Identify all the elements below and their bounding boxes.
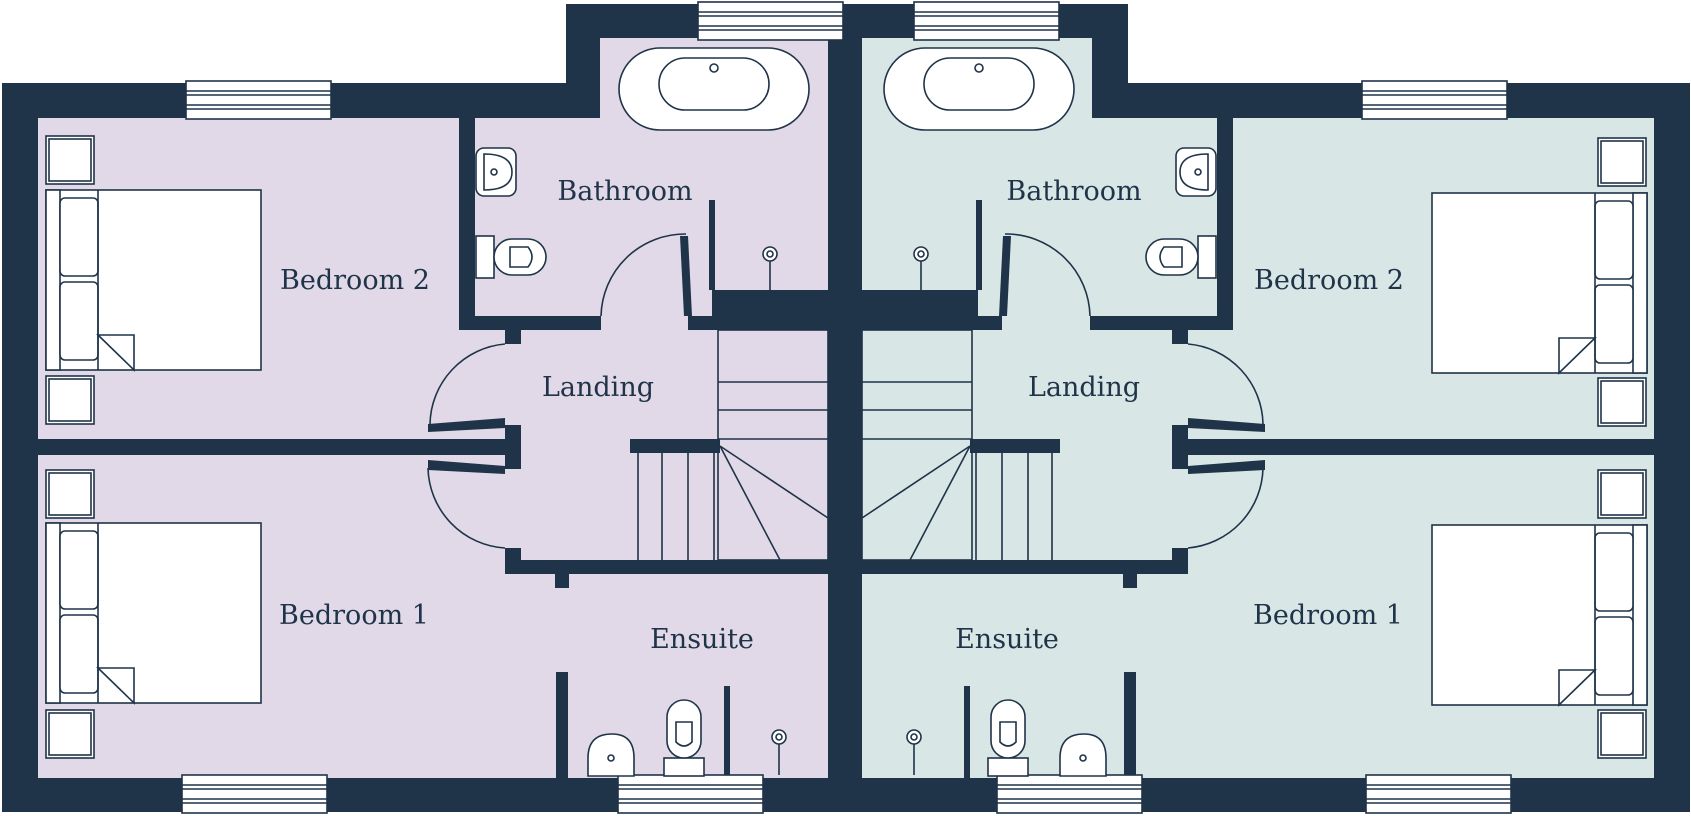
left-doors: [427, 200, 730, 778]
left-staircase: [637, 329, 829, 561]
right-staircase: [861, 329, 1053, 561]
left-bathroom-label: Bathroom: [557, 176, 692, 207]
left-ensuite-label: Ensuite: [650, 624, 754, 655]
right-bathroom-label: Bathroom: [1006, 176, 1141, 207]
right-doors: [964, 200, 1265, 778]
left-landing-label: Landing: [542, 372, 654, 403]
right-landing-label: Landing: [1028, 372, 1140, 403]
left-bedroom1-label: Bedroom 1: [279, 600, 429, 631]
right-ensuite-label: Ensuite: [955, 624, 1059, 655]
left-bedroom2-label: Bedroom 2: [280, 265, 430, 296]
outer-walls: [2, 4, 1690, 812]
right-bedroom2-label: Bedroom 2: [1254, 265, 1404, 296]
internal-walls: [38, 38, 1654, 778]
right-bedroom1-label: Bedroom 1: [1253, 600, 1403, 631]
right-ensuite-fixtures: [906, 699, 1107, 777]
left-ensuite-fixtures: [587, 699, 787, 777]
